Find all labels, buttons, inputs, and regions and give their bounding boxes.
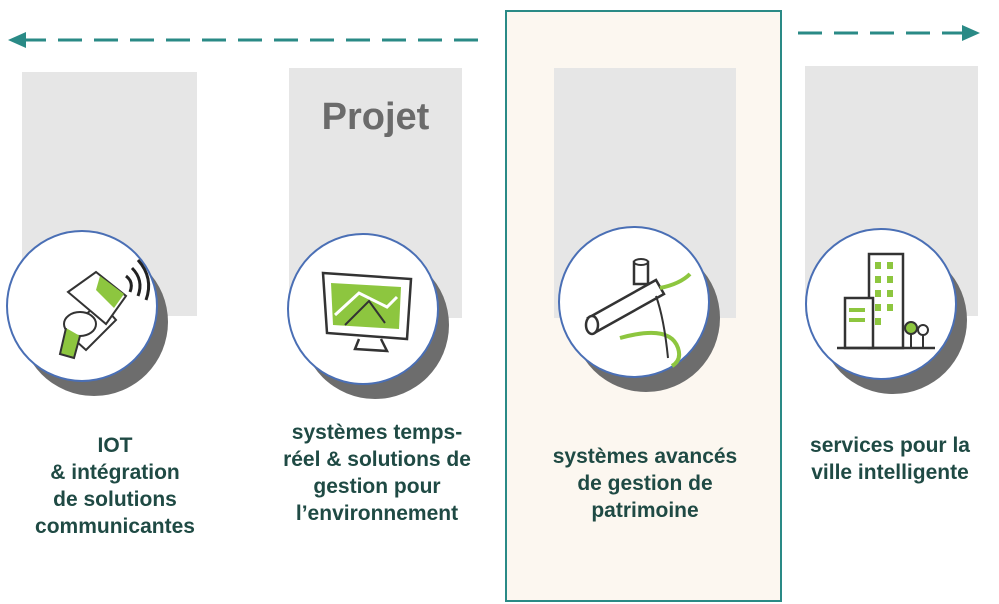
stage-3-label: systèmes avancés de gestion de patrimoin… <box>552 445 738 522</box>
stage-1-circle <box>6 230 168 396</box>
stage-2-circle <box>287 233 449 399</box>
stage-4-circle <box>805 228 967 394</box>
pipe-network-icon <box>558 226 710 378</box>
monitor-map-icon <box>287 233 439 385</box>
stage-2-label: systèmes temps- réel & solutions de gest… <box>283 421 471 525</box>
right-dashed-arrow <box>798 25 980 41</box>
smart-city-building-icon <box>805 228 957 380</box>
stage-3-circle <box>558 226 720 392</box>
stage-4-label: services pour la ville intelligente <box>810 434 970 484</box>
stage-1-label: IOT & intégration de solutions communica… <box>35 434 195 538</box>
left-dashed-arrow <box>8 32 490 48</box>
projet-label: Projet <box>321 96 430 138</box>
water-meter-wireless-icon <box>6 230 158 382</box>
